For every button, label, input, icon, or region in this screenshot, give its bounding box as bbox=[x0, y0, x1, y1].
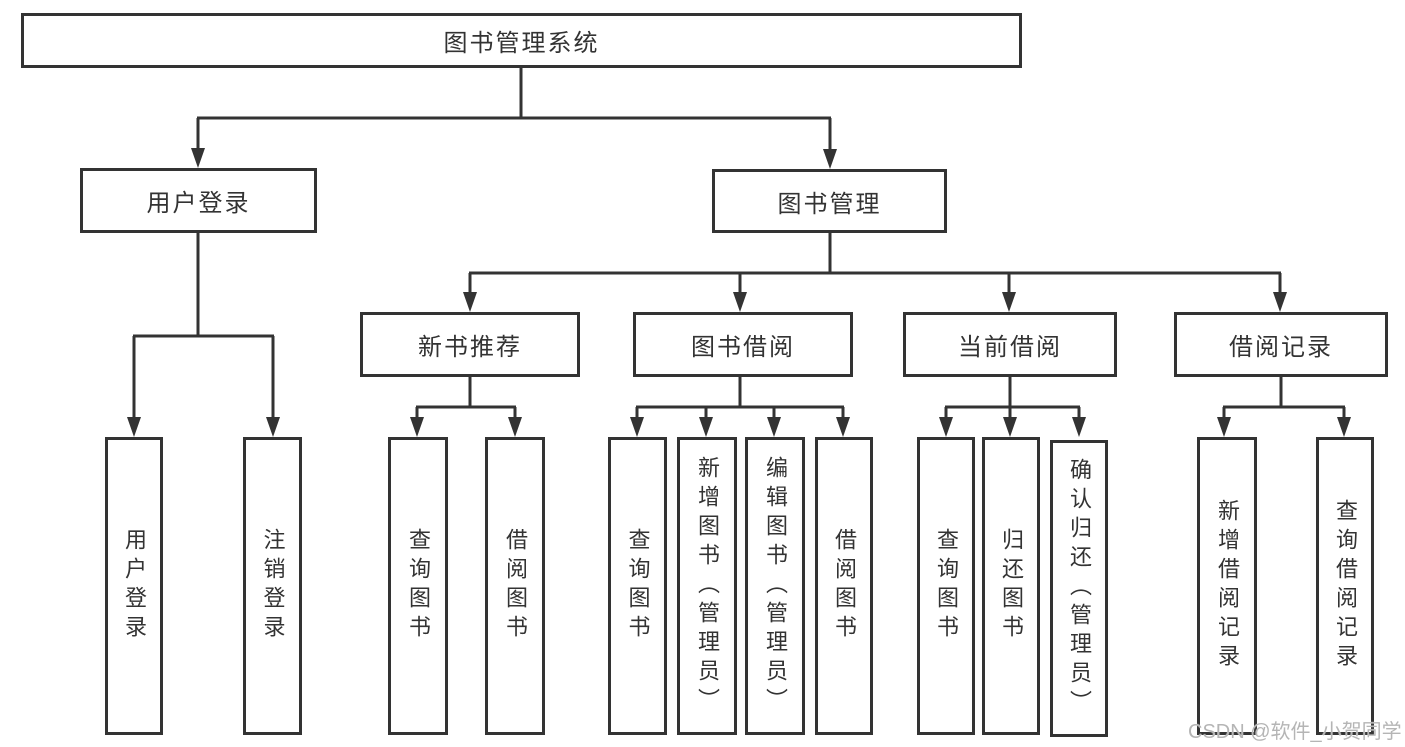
leaf-br-query-record-label: 查询借阅记录 bbox=[1333, 499, 1358, 673]
leaf-bb-borrow-book-label: 借阅图书 bbox=[832, 528, 857, 644]
arrowheads bbox=[127, 148, 1351, 437]
leaf-user-login: 用户登录 bbox=[105, 437, 163, 735]
node-borrow-records: 借阅记录 bbox=[1174, 312, 1388, 377]
leaf-cb-query-book-label: 查询图书 bbox=[934, 528, 959, 644]
leaf-bb-query-book-label: 查询图书 bbox=[625, 528, 651, 644]
leaf-br-add-record: 新增借阅记录 bbox=[1197, 437, 1257, 735]
leaf-cb-return-book: 归还图书 bbox=[982, 437, 1040, 735]
node-root: 图书管理系统 bbox=[21, 13, 1022, 68]
leaf-bb-edit-book-label: 编辑图书（管理员） bbox=[763, 455, 788, 717]
leaf-bb-add-book: 新增图书（管理员） bbox=[677, 437, 737, 735]
leaf-rec-borrow-book: 借阅图书 bbox=[485, 437, 545, 735]
node-current-borrow-label: 当前借阅 bbox=[958, 334, 1062, 361]
leaf-bb-add-book-label: 新增图书（管理员） bbox=[695, 455, 720, 717]
node-book-borrow-label: 图书借阅 bbox=[691, 334, 795, 361]
leaf-rec-borrow-book-label: 借阅图书 bbox=[503, 528, 528, 644]
leaf-cb-confirm-return-label: 确认归还（管理员） bbox=[1067, 458, 1092, 719]
leaf-cb-return-book-label: 归还图书 bbox=[999, 528, 1024, 644]
node-book-borrow: 图书借阅 bbox=[633, 312, 853, 377]
leaf-br-query-record: 查询借阅记录 bbox=[1316, 437, 1374, 735]
leaf-bb-edit-book: 编辑图书（管理员） bbox=[745, 437, 805, 735]
node-user-login: 用户登录 bbox=[80, 168, 317, 233]
node-root-label: 图书管理系统 bbox=[443, 30, 600, 57]
leaf-rec-query-book-label: 查询图书 bbox=[406, 528, 431, 644]
node-new-book-rec-label: 新书推荐 bbox=[418, 334, 522, 361]
leaf-br-add-record-label: 新增借阅记录 bbox=[1215, 499, 1240, 673]
node-book-mgmt: 图书管理 bbox=[712, 169, 947, 233]
node-user-login-label: 用户登录 bbox=[146, 190, 251, 217]
leaf-bb-query-book: 查询图书 bbox=[608, 437, 667, 735]
leaf-user-login-label: 用户登录 bbox=[122, 528, 147, 644]
node-borrow-records-label: 借阅记录 bbox=[1229, 334, 1333, 361]
leaf-cb-query-book: 查询图书 bbox=[917, 437, 975, 735]
leaf-logout-label: 注销登录 bbox=[260, 528, 286, 644]
csdn-watermark: CSDN @软件_小贺同学 bbox=[1188, 721, 1402, 743]
leaf-logout: 注销登录 bbox=[243, 437, 302, 735]
leaf-bb-borrow-book: 借阅图书 bbox=[815, 437, 873, 735]
node-book-mgmt-label: 图书管理 bbox=[777, 190, 882, 218]
leaf-cb-confirm-return: 确认归还（管理员） bbox=[1050, 440, 1108, 737]
node-current-borrow: 当前借阅 bbox=[903, 312, 1117, 377]
leaf-rec-query-book: 查询图书 bbox=[388, 437, 448, 735]
node-new-book-rec: 新书推荐 bbox=[360, 312, 580, 377]
